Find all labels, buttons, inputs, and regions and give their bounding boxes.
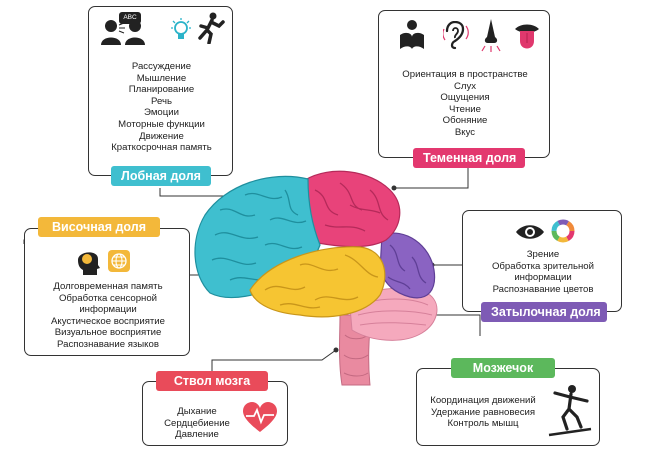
brain-illustration [194, 170, 438, 386]
parietal-item: Ощущения [440, 92, 490, 104]
brainstem-title: Ствол мозга [156, 371, 268, 391]
parietal-functions: Ориентация в пространстве Слух Ощущения … [379, 69, 551, 139]
parietal-region [304, 170, 401, 248]
frontal-item: Речь [151, 95, 172, 107]
parietal-connector [394, 166, 469, 189]
occipital-title: Затылочная доля [481, 302, 607, 322]
frontal-item: Моторные функции [118, 118, 205, 130]
cerebellum-functions: Координация движений Удержание равновеси… [423, 395, 543, 430]
parietal-title: Теменная доля [413, 148, 525, 168]
parietal-item: Ориентация в пространстве [402, 69, 528, 80]
brainstem-connector [211, 349, 337, 374]
cerebellum-connector [430, 314, 481, 336]
brainstem-item: Дыхание [177, 406, 217, 417]
parietal-box: Ориентация в пространстве Слух Ощущения … [378, 10, 550, 158]
parietal-item: Вкус [454, 126, 476, 138]
cerebellum-item: Координация движений [430, 395, 536, 406]
temporal-item: Долговременная память [53, 281, 163, 292]
temporal-title: Височная доля [38, 217, 160, 237]
frontal-title: Лобная доля [111, 166, 211, 186]
occipital-functions: Зрение Обработка зрительной информации Р… [463, 249, 623, 295]
color-wheel-icon [551, 219, 575, 243]
parietal-connector-dot [391, 185, 397, 191]
cerebellum-box: Координация движений Удержание равновеси… [416, 368, 600, 446]
balancing-person-icon [548, 385, 592, 437]
brainstem-connector-dot [333, 347, 339, 353]
frontal-functions: Рассуждение Мышление Планирование Речь Э… [89, 61, 234, 154]
occipital-item: информации [514, 272, 572, 284]
temporal-item: Распознавание языков [57, 338, 159, 350]
occipital-box: Зрение Обработка зрительной информации Р… [462, 210, 622, 312]
frontal-item: Рассуждение [131, 61, 192, 72]
ear-icon [443, 21, 469, 50]
cerebellum-item: Контроль мышц [447, 418, 519, 430]
brainstem-box: Дыхание Сердцебиение Давление [142, 381, 288, 446]
frontal-item: Движение [139, 130, 184, 142]
temporal-item: Обработка сенсорной [58, 292, 158, 304]
reading-person-icon [400, 20, 424, 49]
brainstem-functions: Дыхание Сердцебиение Давление [157, 406, 237, 441]
parietal-item: Чтение [448, 103, 481, 115]
occipital-region [379, 232, 436, 299]
frontal-item: Мышление [136, 72, 187, 84]
temporal-box: Долговременная память Обработка сенсорно… [24, 228, 190, 356]
frontal-item: Краткосрочная память [111, 142, 212, 154]
cerebellum-title: Мозжечок [451, 358, 555, 378]
speaking-heads-icon [101, 20, 145, 45]
head-brain-icon [78, 252, 100, 275]
tongue-icon [515, 24, 539, 49]
parietal-item: Слух [453, 80, 477, 92]
brainstem-item: Давление [175, 429, 219, 441]
occipital-item: Распознавание цветов [492, 283, 594, 295]
frontal-item: Планирование [128, 84, 195, 96]
temporal-item: информации [79, 304, 137, 316]
temporal-item: Акустическое восприятие [50, 315, 165, 327]
parietal-item: Обоняние [442, 115, 488, 127]
eye-icon [516, 225, 544, 239]
temporal-functions: Долговременная память Обработка сенсорно… [25, 281, 191, 351]
brainstem-item: Сердцебиение [164, 417, 230, 429]
frontal-box: ABC Рассуждение Мышление Планирование Ре… [88, 6, 233, 176]
running-person-icon [198, 12, 225, 44]
nose-icon [481, 19, 501, 52]
abc-speech-bubble-icon: ABC [119, 12, 141, 24]
cerebellum-item: Удержание равновесия [430, 406, 536, 418]
temporal-item: Визуальное восприятие [54, 327, 162, 339]
frontal-item: Эмоции [144, 107, 179, 119]
heart-pulse-icon [243, 402, 277, 432]
occipital-item: Зрение [526, 249, 560, 260]
globe-icon [108, 250, 130, 272]
lightbulb-icon [171, 18, 191, 39]
occipital-item: Обработка зрительной [491, 260, 595, 272]
